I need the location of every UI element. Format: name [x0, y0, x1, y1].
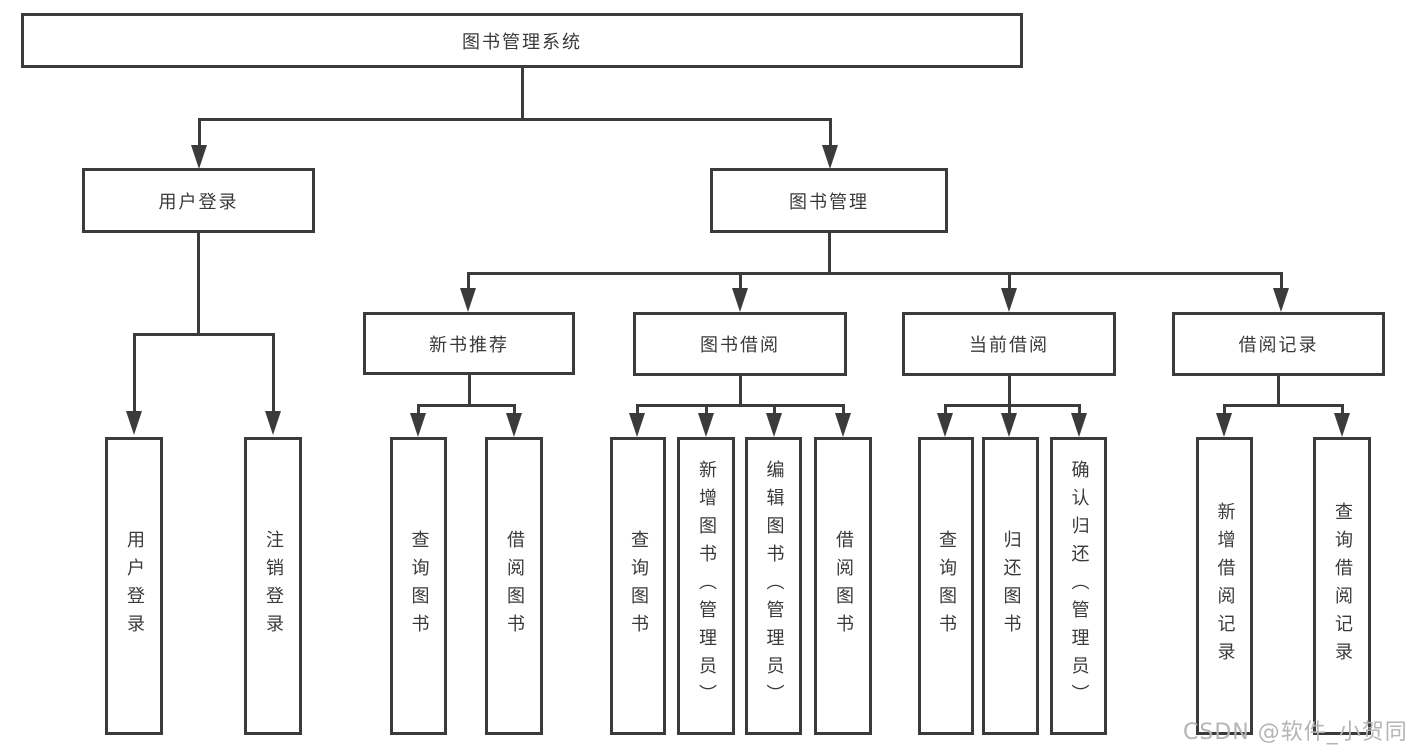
- arrowhead-down-icon: [265, 411, 281, 435]
- csdn-watermark: CSDN @软件_小贺同学: [1183, 720, 1405, 745]
- node-label: 新书推荐: [429, 334, 509, 356]
- leaf-query-books-borrow: 查询图书: [610, 437, 666, 735]
- line-segment: [1008, 272, 1011, 289]
- arrowhead-down-icon: [1001, 288, 1017, 312]
- node-label: 借阅记录: [1238, 335, 1319, 356]
- arrowhead-down-icon: [1001, 413, 1017, 437]
- node-book-management: 图书管理: [710, 168, 948, 233]
- arrowhead-down-icon: [822, 145, 838, 169]
- line-segment: [705, 404, 708, 414]
- line-segment: [133, 333, 136, 412]
- line-segment: [467, 272, 470, 289]
- node-label: 图书管理系统: [462, 31, 582, 53]
- arrowhead-down-icon: [126, 411, 142, 435]
- leaf-query-borrow-record: 查询借阅记录: [1313, 437, 1371, 735]
- line-segment: [1078, 404, 1081, 414]
- line-segment: [842, 404, 845, 414]
- line-segment: [468, 375, 471, 407]
- line-segment: [521, 68, 524, 119]
- line-segment: [828, 233, 831, 275]
- node-label: 用户登录: [158, 191, 239, 213]
- arrowhead-down-icon: [629, 413, 645, 437]
- node-label: 当前借阅: [969, 335, 1049, 356]
- node-label: 注销登录: [263, 530, 284, 642]
- leaf-user-login: 用户登录: [105, 437, 163, 735]
- arrowhead-down-icon: [191, 145, 207, 169]
- arrowhead-down-icon: [732, 288, 748, 312]
- arrowhead-down-icon: [506, 413, 522, 437]
- line-segment: [272, 333, 275, 412]
- node-label: 确认归还（管理员）: [1068, 460, 1090, 712]
- line-segment: [513, 404, 516, 414]
- arrowhead-down-icon: [460, 288, 476, 312]
- line-segment: [636, 404, 639, 414]
- node-book-borrow: 图书借阅: [633, 312, 847, 376]
- arrowhead-down-icon: [1334, 413, 1350, 437]
- line-segment: [198, 118, 201, 146]
- line-segment: [829, 118, 832, 146]
- node-label: 编辑图书（管理员）: [763, 460, 785, 712]
- arrowhead-down-icon: [835, 413, 851, 437]
- leaf-confirm-return-admin: 确认归还（管理员）: [1050, 437, 1107, 735]
- node-label: 用户登录: [124, 530, 145, 642]
- arrowhead-down-icon: [698, 413, 714, 437]
- node-user-login: 用户登录: [82, 168, 315, 233]
- node-new-book-recommend: 新书推荐: [363, 312, 575, 375]
- line-segment: [198, 118, 832, 121]
- line-segment: [1277, 376, 1280, 407]
- line-segment: [636, 404, 845, 407]
- line-segment: [1008, 376, 1011, 407]
- node-label: 借阅图书: [833, 530, 854, 642]
- line-segment: [773, 404, 776, 414]
- node-label: 图书管理: [789, 191, 869, 213]
- node-label: 新增图书（管理员）: [696, 460, 717, 712]
- line-segment: [417, 404, 420, 414]
- leaf-borrow-books-recommend: 借阅图书: [485, 437, 543, 735]
- leaf-query-books-recommend: 查询图书: [390, 437, 447, 735]
- leaf-query-books-current: 查询图书: [918, 437, 974, 735]
- line-segment: [1223, 404, 1344, 407]
- leaf-add-borrow-record: 新增借阅记录: [1196, 437, 1253, 735]
- line-segment: [739, 272, 742, 289]
- node-label: 查询借阅记录: [1332, 502, 1353, 670]
- node-current-borrow: 当前借阅: [902, 312, 1116, 376]
- node-label: 查询图书: [408, 530, 430, 642]
- arrowhead-down-icon: [1071, 413, 1087, 437]
- node-borrow-record: 借阅记录: [1172, 312, 1385, 376]
- arrowhead-down-icon: [410, 413, 426, 437]
- line-segment: [1008, 404, 1011, 414]
- line-segment: [1341, 404, 1344, 414]
- line-segment: [739, 376, 742, 407]
- node-label: 查询图书: [628, 530, 649, 642]
- node-label: 查询图书: [936, 530, 957, 642]
- node-root-system: 图书管理系统: [21, 13, 1023, 68]
- node-label: 新增借阅记录: [1214, 502, 1236, 670]
- line-segment: [944, 404, 947, 414]
- leaf-return-books: 归还图书: [982, 437, 1039, 735]
- line-segment: [944, 404, 1081, 407]
- line-segment: [417, 404, 516, 407]
- line-segment: [1280, 272, 1283, 289]
- node-label: 图书借阅: [700, 335, 780, 356]
- node-label: 借阅图书: [504, 530, 525, 642]
- arrowhead-down-icon: [1273, 288, 1289, 312]
- leaf-borrow-books: 借阅图书: [814, 437, 872, 735]
- arrowhead-down-icon: [937, 413, 953, 437]
- line-segment: [133, 333, 275, 336]
- arrowhead-down-icon: [766, 413, 782, 437]
- line-segment: [1223, 404, 1226, 414]
- node-label: 归还图书: [1000, 530, 1022, 642]
- leaf-logout: 注销登录: [244, 437, 302, 735]
- leaf-add-books-admin: 新增图书（管理员）: [677, 437, 735, 735]
- leaf-edit-books-admin: 编辑图书（管理员）: [745, 437, 802, 735]
- line-segment: [197, 233, 200, 336]
- line-segment: [467, 272, 1283, 275]
- arrowhead-down-icon: [1216, 413, 1232, 437]
